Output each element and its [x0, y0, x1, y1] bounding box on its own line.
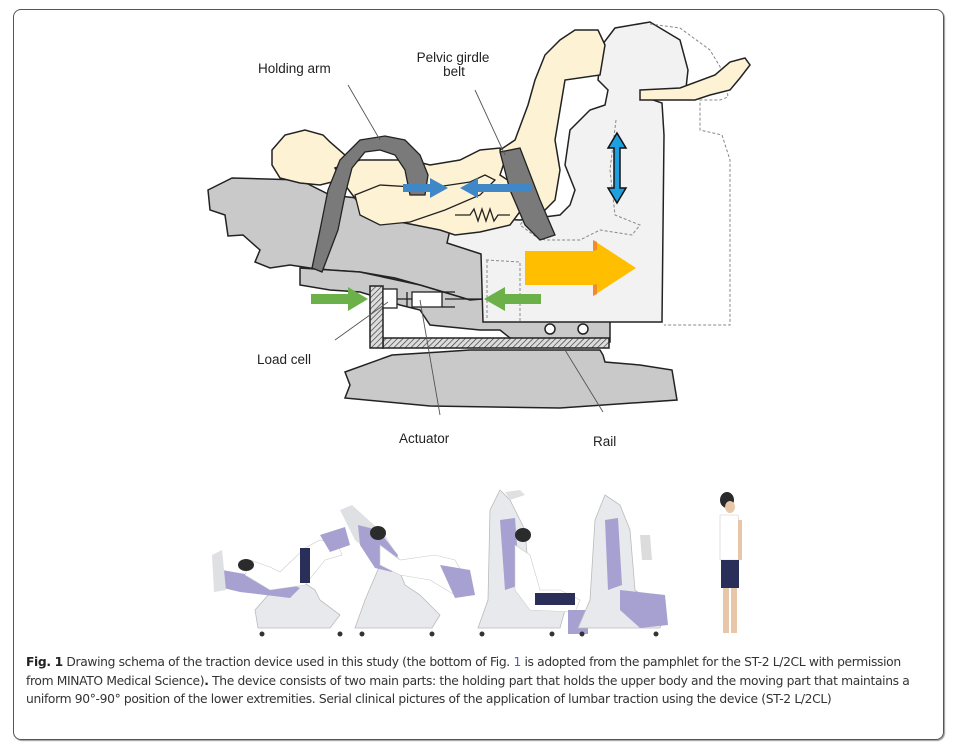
caption-text-2: is adopted from the pamphlet for the ST-… [26, 655, 901, 688]
device-base [343, 349, 678, 409]
alt-position-outline [649, 23, 731, 326]
label-pelvic-girdle-belt-line1: Pelvic girdle [417, 50, 490, 65]
label-load-cell: Load cell [257, 352, 311, 367]
holding-arm-strap [311, 135, 429, 273]
figure-frame [13, 9, 944, 740]
label-rail: Rail [593, 434, 616, 449]
label-holding-arm: Holding arm [258, 61, 331, 76]
caption-bold-period: . [204, 673, 209, 688]
photo-frame-seated [477, 489, 588, 637]
patient-lower-leg [639, 57, 751, 101]
figure-caption: Fig. 1 Drawing schema of the traction de… [26, 653, 931, 709]
roller [577, 323, 589, 335]
reaction-arrow-left [311, 287, 368, 311]
roller [544, 323, 556, 335]
reaction-arrow-right [484, 287, 541, 311]
traction-arrow [525, 240, 636, 296]
load-cell [382, 288, 398, 309]
photo-frame-empty-chair [577, 494, 668, 637]
load-cell-wall [369, 285, 384, 349]
photo-strip [212, 489, 742, 637]
rail [382, 337, 610, 349]
caption-text-3: The device consists of two main parts: t… [26, 673, 910, 707]
figure-label: Fig. 1 [26, 655, 63, 669]
label-pelvic-girdle-belt-line2: belt [443, 64, 465, 79]
lift-arrow [606, 131, 628, 205]
photo-frame-reclined [212, 527, 350, 637]
spring-symbol [455, 206, 510, 224]
photo-frame-tilting [340, 505, 475, 637]
actuator [411, 291, 443, 308]
compress-arrow-right [403, 178, 448, 198]
caption-text-1: Drawing schema of the traction device us… [62, 655, 514, 669]
compress-arrow-left [460, 178, 532, 198]
photo-frame-standing [719, 492, 742, 633]
figure-reference-link[interactable]: 1 [513, 655, 521, 669]
label-actuator: Actuator [399, 431, 450, 446]
pelvic-belt-strap [499, 147, 556, 241]
traction-device-schema: Holding arm Pelvic girdle belt Load cell… [207, 21, 751, 637]
